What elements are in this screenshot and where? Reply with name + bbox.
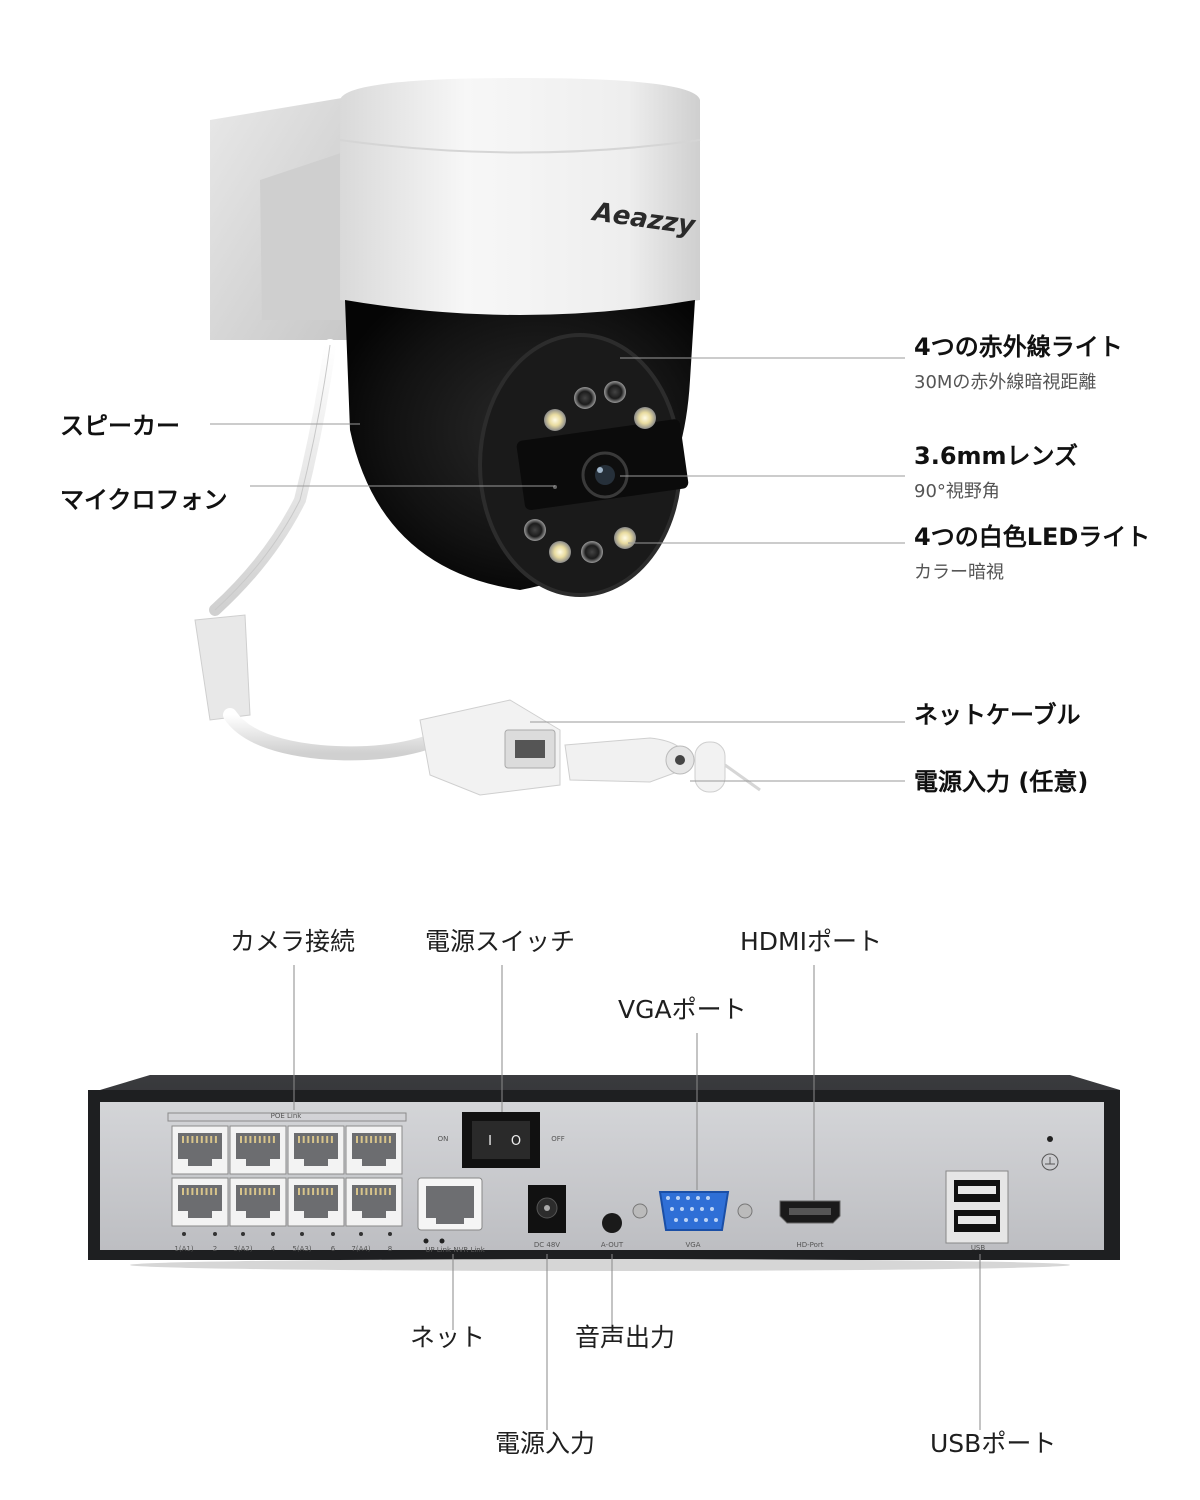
poe-port[interactable] — [287, 1125, 345, 1175]
poe-port[interactable] — [287, 1177, 345, 1227]
poe-port-number: 3(A2) — [233, 1245, 252, 1253]
poe-port[interactable] — [171, 1177, 229, 1227]
switch-off-label: OFF — [551, 1135, 565, 1143]
poe-port[interactable] — [229, 1125, 287, 1175]
dc-label: DC 48V — [534, 1241, 560, 1249]
camera-cable — [209, 339, 336, 616]
wall-mount-arm — [260, 150, 350, 320]
callout-lens-title: 3.6mmレンズ — [914, 442, 1079, 470]
callout-net-cable: ネットケーブル — [914, 701, 1081, 729]
ir-led-group — [544, 381, 656, 431]
callout-camera-connect: カメラ接続 — [230, 927, 356, 956]
callout-usb-port: USBポート — [930, 1429, 1057, 1458]
poe-port-number: 6 — [331, 1245, 336, 1253]
vga-label: VGA — [685, 1241, 700, 1249]
ir-led — [544, 409, 566, 431]
callout-power-switch: 電源スイッチ — [425, 927, 576, 956]
callout-white-led-sub: カラー暗視 — [914, 562, 1004, 583]
poe-link-label: POE Link — [271, 1112, 303, 1120]
poe-port[interactable] — [171, 1125, 229, 1175]
poe-port-labels: 1(A1) 2 3(A2) 4 5(A3) 6 7(A4) 8 — [174, 1232, 392, 1253]
vga-port[interactable] — [658, 1191, 730, 1231]
callout-microphone: マイクロフォン — [60, 486, 228, 514]
hdport-label: HD-Port — [796, 1241, 823, 1249]
poe-port-number: 7(A4) — [351, 1245, 370, 1253]
poe-port-group[interactable] — [171, 1125, 403, 1227]
callout-lens-sub: 90°視野角 — [914, 481, 1000, 502]
white-led — [581, 541, 603, 563]
rj45-connector — [419, 699, 561, 796]
white-led — [614, 527, 636, 549]
callout-white-led-title: 4つの白色LEDライト — [914, 523, 1151, 551]
audio-out-port[interactable] — [602, 1213, 622, 1233]
poe-port-number: 5(A3) — [292, 1245, 311, 1253]
camera-illustration: Aeazzy — [194, 78, 905, 796]
nvr-leader-lines — [293, 965, 981, 1430]
ir-led — [574, 387, 596, 409]
ir-led — [634, 407, 656, 429]
poe-port-number: 8 — [388, 1245, 392, 1253]
callout-ir-lights-title: 4つの赤外線ライト — [914, 333, 1123, 361]
callout-ir-lights-sub: 30Mの赤外線暗視距離 — [914, 372, 1097, 393]
callout-speaker: スピーカー — [60, 412, 180, 440]
aout-label: A-OUT — [601, 1241, 624, 1249]
callout-vga-port: VGAポート — [618, 995, 747, 1024]
switch-i-mark: I — [488, 1134, 492, 1149]
dc-cap — [694, 741, 726, 793]
poe-port[interactable] — [229, 1177, 287, 1227]
callout-audio-out: 音声出力 — [575, 1323, 676, 1352]
switch-on-label: ON — [438, 1135, 449, 1143]
white-led — [549, 541, 571, 563]
callout-white-led: 4つの白色LEDライト カラー暗視 — [914, 517, 1150, 584]
callout-lens: 3.6mmレンズ 90°視野角 — [914, 436, 1078, 503]
callout-power-optional: 電源入力 (任意) — [914, 768, 1089, 796]
white-led — [524, 519, 546, 541]
cable-strain-relief — [194, 614, 251, 721]
callout-power-in: 電源入力 — [495, 1429, 596, 1458]
uplink-label: UP Link NVR Link — [425, 1246, 486, 1254]
callout-net: ネット — [410, 1323, 486, 1352]
callout-ir-lights: 4つの赤外線ライト 30Mの赤外線暗視距離 — [914, 327, 1123, 394]
poe-port-number: 2 — [213, 1245, 217, 1253]
ir-led — [604, 381, 626, 403]
ground-screw — [1047, 1136, 1053, 1142]
poe-port-number: 4 — [271, 1245, 276, 1253]
callout-hdmi-port: HDMIポート — [740, 927, 882, 956]
poe-port[interactable] — [345, 1125, 403, 1175]
camera-top-shell — [340, 78, 700, 315]
switch-o-mark: O — [511, 1134, 521, 1149]
camera-leader-lines — [210, 357, 905, 782]
nvr-illustration: POE Link 1(A1) 2 3(A2) 4 5(A3) 6 7(A4) 8 UP Lin… — [88, 965, 1120, 1430]
usb-label: USB — [971, 1244, 986, 1252]
poe-port-number: 1(A1) — [174, 1245, 193, 1253]
poe-port[interactable] — [345, 1177, 403, 1227]
